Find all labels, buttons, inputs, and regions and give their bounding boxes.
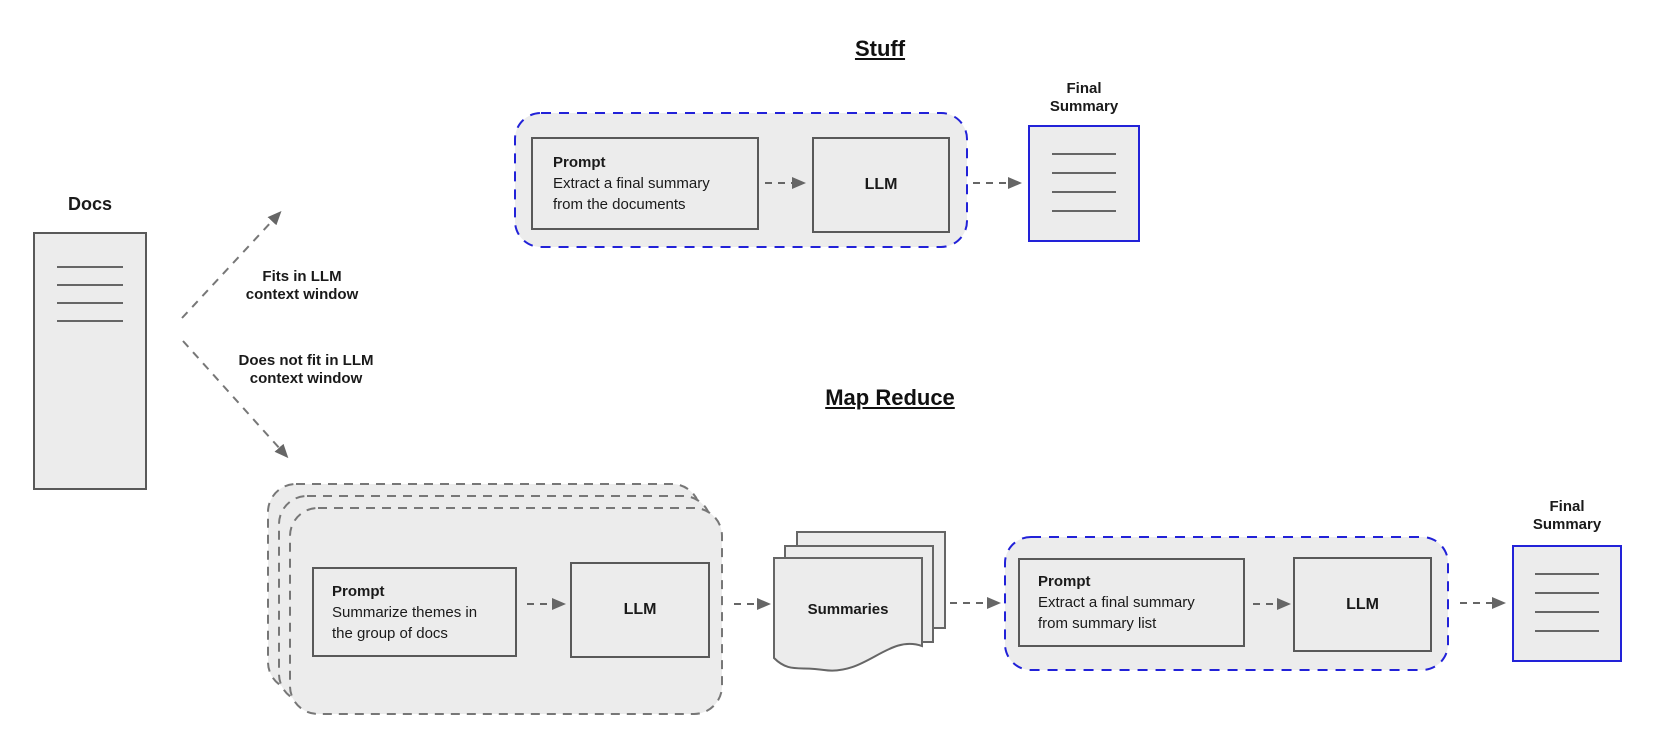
doc-line xyxy=(1535,630,1599,632)
map-prompt-node: Prompt Summarize themes in the group of … xyxy=(312,567,517,657)
docs-label: Docs xyxy=(67,194,112,214)
doc-line xyxy=(1535,592,1599,594)
stuff-llm-node: LLM xyxy=(812,137,950,233)
doc-line xyxy=(1535,573,1599,575)
reduce-prompt-node: Prompt Extract a final summary from summ… xyxy=(1018,558,1245,647)
prompt-body: Extract a final summary from the documen… xyxy=(553,175,710,213)
prompt-heading: Prompt xyxy=(553,154,606,171)
stuff-section-title: Stuff xyxy=(854,36,906,61)
doc-line xyxy=(1052,153,1116,155)
branch-label-fits: Fits in LLM context window xyxy=(245,268,359,303)
map-reduce-section-title: Map Reduce xyxy=(825,385,955,410)
doc-line xyxy=(1052,210,1116,212)
reduce-final-summary-document-icon xyxy=(1512,545,1622,662)
stuff-final-summary-label: Final Summary xyxy=(1049,80,1119,115)
summaries-label: Summaries xyxy=(807,601,889,618)
prompt-heading: Prompt xyxy=(1038,573,1091,590)
doc-line xyxy=(57,284,123,286)
doc-line xyxy=(57,320,123,322)
document-icon xyxy=(33,232,147,490)
doc-line xyxy=(1052,172,1116,174)
map-llm-node: LLM xyxy=(570,562,710,658)
stuff-final-summary-document-icon xyxy=(1028,125,1140,242)
prompt-heading: Prompt xyxy=(332,582,385,600)
summaries-page-middle xyxy=(784,545,934,643)
reduce-llm-node: LLM xyxy=(1293,557,1432,652)
reduce-final-summary-label: Final Summary xyxy=(1532,498,1602,533)
prompt-body: Summarize themes in the group of docs xyxy=(332,603,478,642)
prompt-body: Extract a final summary from summary lis… xyxy=(1038,594,1195,632)
branch-label-does-not-fit: Does not fit in LLM context window xyxy=(238,352,374,387)
doc-line xyxy=(57,302,123,304)
doc-line xyxy=(1052,191,1116,193)
stuff-prompt-node: Prompt Extract a final summary from the … xyxy=(531,137,759,230)
doc-line xyxy=(57,266,123,268)
doc-line xyxy=(1535,611,1599,613)
